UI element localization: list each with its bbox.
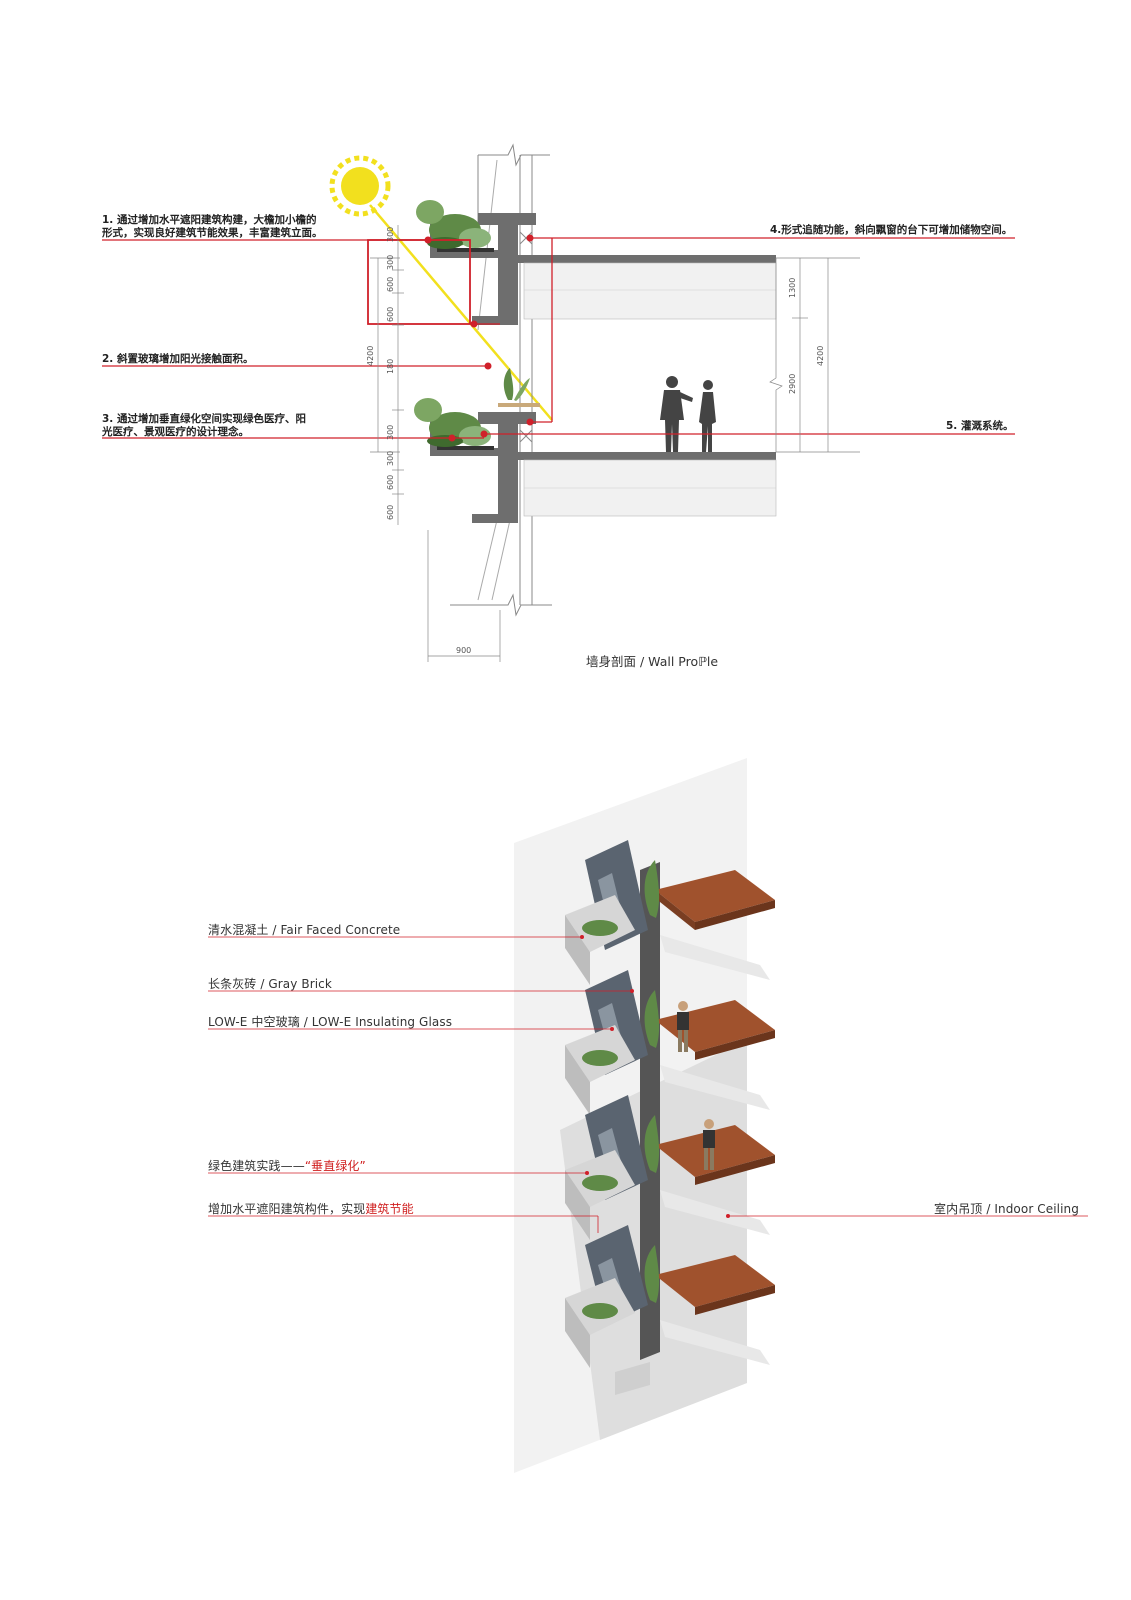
- section-caption: 墙身剖面 / Wall Proℙle: [586, 654, 719, 669]
- floor-1: [565, 840, 775, 985]
- label-vertical-greening: 绿色建筑实践——“垂直绿化”: [208, 1157, 366, 1174]
- label-low-e-glass: LOW-E 中空玻璃 / LOW-E Insulating Glass: [208, 1015, 453, 1029]
- note-3-line-1: 3. 通过增加垂直绿化空间实现绿色医疗、阳: [102, 413, 306, 425]
- label-vertical-greening-highlight: “垂直绿化”: [304, 1159, 366, 1173]
- central-column: [640, 862, 660, 1360]
- label-gray-brick: 长条灰砖 / Gray Brick: [208, 977, 332, 991]
- label-fair-faced-concrete: 清水混凝土 / Fair Faced Concrete: [208, 923, 401, 937]
- note-3-line-2: 光医疗、景观医疗的设计理念。: [102, 426, 249, 438]
- person-icon-2: [703, 1119, 715, 1170]
- note-1-line-2: 形式，实现良好建筑节能效果，丰富建筑立面。: [102, 227, 323, 239]
- people-silhouette-icon: [660, 376, 716, 452]
- annotation-dots: [424, 234, 534, 442]
- label-horizontal-shading-highlight: 建筑节能: [365, 1202, 414, 1216]
- note-2: 2. 斜置玻璃增加阳光接触面积。: [102, 353, 254, 365]
- note-5: 5. 灌溉系统。: [946, 420, 1014, 432]
- leader-lines: [208, 936, 1088, 1233]
- break-line-top: [478, 143, 550, 167]
- label-horizontal-shading: 增加水平遮阳建筑构件，实现建筑节能: [208, 1200, 414, 1217]
- note-1-line-1: 1. 通过增加水平遮阳建筑构建，大檐加小檐的: [102, 214, 317, 226]
- label-horizontal-shading-prefix: 增加水平遮阳建筑构件，实现: [208, 1202, 366, 1216]
- person-icon: [677, 1001, 689, 1052]
- floor-3: [565, 1095, 775, 1240]
- sun-icon: [329, 155, 391, 217]
- label-indoor-ceiling: 室内吊顶 / Indoor Ceiling: [934, 1202, 1079, 1216]
- upper-floor-slab: [430, 213, 777, 325]
- label-vertical-greening-prefix: 绿色建筑实践——: [208, 1159, 305, 1173]
- dim-900: 900: [456, 646, 472, 655]
- lower-floor-slab: [430, 412, 777, 523]
- floor-4: [565, 1225, 775, 1395]
- leader-dots: [580, 935, 730, 1218]
- plant-upper-icon: [416, 200, 491, 249]
- annotation-lines: [102, 237, 1015, 439]
- note-4: 4.形式追随功能，斜向飘窗的台下可增加储物空间。: [770, 224, 1013, 236]
- potted-plant-icon: [503, 368, 530, 401]
- break-line-bottom: [450, 593, 552, 617]
- dimension-lines: [370, 225, 860, 662]
